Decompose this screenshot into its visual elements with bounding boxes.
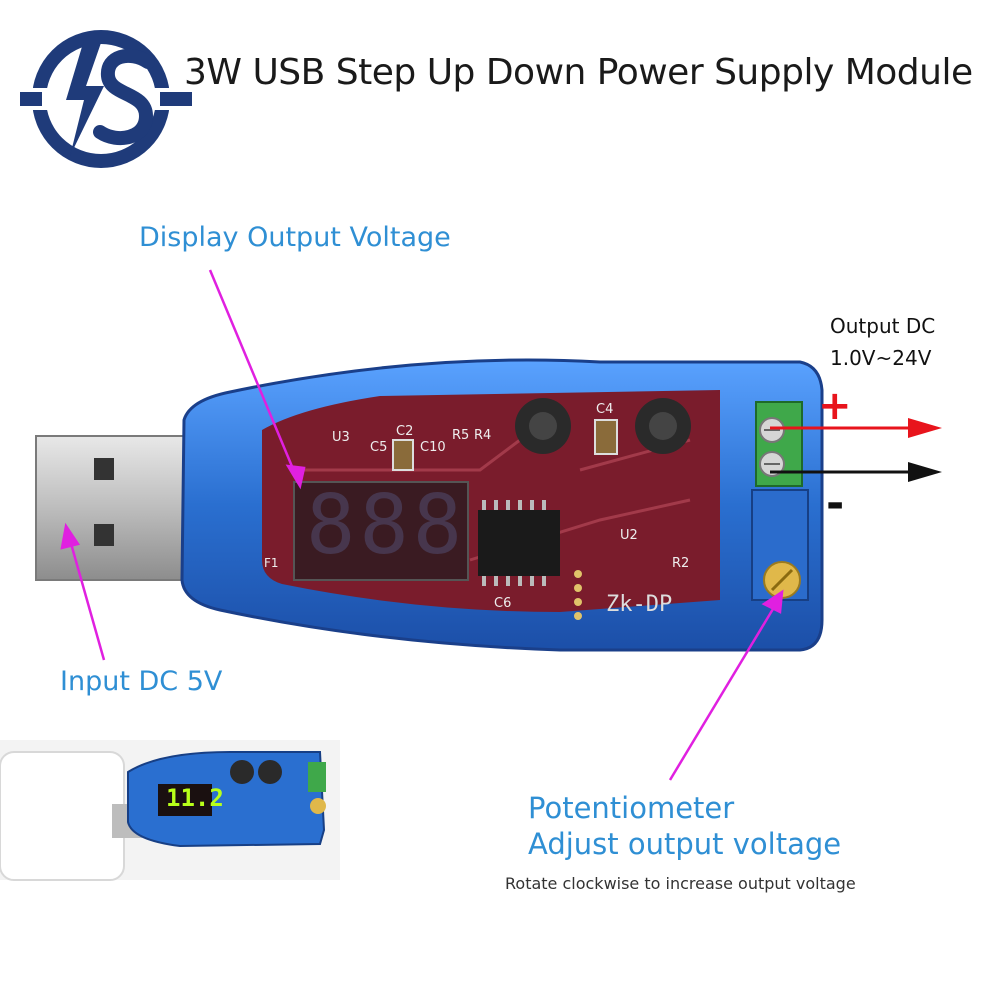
silk-c4: C4 (596, 402, 614, 417)
pointer-input (68, 539, 106, 661)
inset-photo (0, 740, 340, 881)
silk-r2: R2 (672, 556, 690, 571)
silk-f1: F1 (264, 556, 279, 570)
silk-r5: R5 (452, 428, 470, 443)
display-digits: 888 (306, 478, 467, 573)
silk-zkdp: Zk-DP (606, 592, 673, 617)
silk-c2: C2 (396, 424, 414, 439)
seven-segment-display (293, 481, 469, 581)
silk-u2: U2 (620, 528, 638, 543)
pointer-potentiometer (668, 603, 778, 781)
silk-c5: C5 (370, 440, 388, 455)
silk-c10: C10 (420, 440, 446, 455)
silk-u3: U3 (332, 430, 350, 445)
callout-potentiometer: Potentiometer Adjust output voltage (528, 790, 841, 862)
pointer-display (208, 269, 298, 477)
inset-display-value: 11.2 (166, 784, 224, 812)
output-dc-range: 1.0V~24V (830, 346, 932, 370)
minus-symbol: - (826, 478, 845, 529)
plus-symbol: + (818, 383, 852, 429)
silk-r4: R4 (474, 428, 492, 443)
rotate-note: Rotate clockwise to increase output volt… (505, 874, 856, 893)
silk-c6: C6 (494, 596, 512, 611)
page-title: 3W USB Step Up Down Power Supply Module (184, 52, 973, 93)
callout-potentiometer-title: Potentiometer (528, 791, 735, 825)
usb-plug-icon (35, 435, 187, 581)
output-dc-title: Output DC (830, 314, 936, 338)
callout-input-dc: Input DC 5V (60, 666, 223, 697)
callout-display-output-voltage: Display Output Voltage (139, 222, 451, 253)
callout-adjust-output: Adjust output voltage (528, 827, 842, 861)
output-dc-label: Output DC 1.0V~24V (830, 310, 935, 374)
